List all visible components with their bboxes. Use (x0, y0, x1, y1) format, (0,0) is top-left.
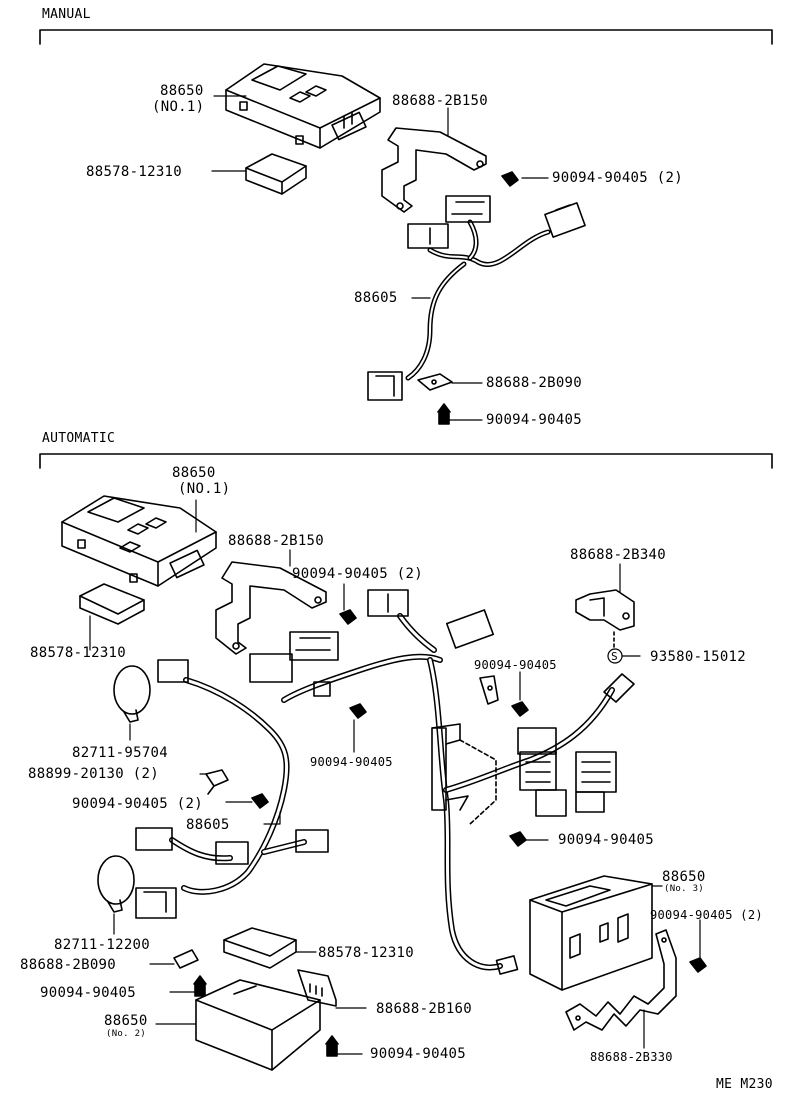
auto-screw-f (689, 957, 707, 973)
label-82711-95704: 82711-95704 (72, 745, 169, 761)
label-88688-2b090-manual: 88688-2B090 (486, 375, 583, 391)
label-88688-2b340: 88688-2B340 (570, 547, 667, 563)
auto-module-no3 (529, 875, 653, 991)
auto-tie-12200 (97, 855, 135, 913)
auto-harness (135, 589, 635, 975)
label-88650-auto: 88650 (172, 465, 216, 481)
label-90094-auto-f: 90094-90405 (2) (650, 908, 763, 922)
label-88650-manual: 88650 (160, 83, 204, 99)
auto-screw-h (325, 1035, 339, 1057)
label-88578-manual: 88578-12310 (86, 164, 183, 180)
auto-clamp-88899 (205, 769, 229, 795)
manual-harness (367, 195, 586, 401)
auto-screw-a (339, 609, 357, 625)
manual-bracket (39, 29, 773, 45)
manual-control-module (225, 63, 381, 149)
manual-clip-2b090 (417, 373, 453, 391)
auto-tie-95704 (113, 665, 151, 723)
auto-screw-g (193, 975, 207, 997)
auto-pad-a (79, 583, 145, 625)
auto-bracket-2b330 (565, 929, 677, 1031)
label-90094-manual-a: 90094-90405 (2) (552, 170, 683, 186)
label-90094-auto-d: 90094-90405 (2) (72, 796, 203, 812)
label-88688-2b150-manual: 88688-2B150 (392, 93, 489, 109)
auto-bracket-2b160 (297, 969, 337, 1007)
manual-pad (245, 153, 307, 195)
auto-control-module (61, 495, 217, 587)
label-88688-2b160: 88688-2B160 (376, 1001, 473, 1017)
section-manual: MANUAL (42, 7, 91, 22)
label-93580-s: S (611, 650, 618, 663)
label-90094-auto-e: 90094-90405 (558, 832, 655, 848)
label-82711-12200: 82711-12200 (54, 937, 151, 953)
label-90094-auto-a: 90094-90405 (2) (292, 566, 423, 582)
label-88650-auto-sub: (NO.1) (178, 481, 231, 497)
manual-leaders (211, 95, 549, 421)
label-88899: 88899-20130 (2) (28, 766, 159, 782)
label-88578-auto-b: 88578-12310 (318, 945, 415, 961)
auto-screw-e (509, 831, 527, 847)
auto-screw-c (349, 703, 367, 719)
auto-clip-2b090 (173, 949, 199, 969)
label-88605-auto: 88605 (186, 817, 230, 833)
label-88578-auto-a: 88578-12310 (30, 645, 127, 661)
label-88688-2b330: 88688-2B330 (590, 1050, 673, 1064)
auto-pad-b (223, 927, 297, 969)
auto-screw-d (251, 793, 269, 809)
label-88605-manual: 88605 (354, 290, 398, 306)
label-88650-no2-sub: (No. 2) (106, 1029, 147, 1039)
section-automatic: AUTOMATIC (42, 431, 116, 446)
auto-module-no2 (195, 979, 321, 1071)
label-90094-auto-b: 90094-90405 (474, 658, 557, 672)
label-93580: 93580-15012 (650, 649, 747, 665)
label-88650-no2: 88650 (104, 1013, 148, 1029)
label-90094-auto-c: 90094-90405 (310, 755, 393, 769)
auto-bracket-2b340 (575, 589, 635, 664)
manual-screw-b (437, 403, 451, 425)
label-88688-2b090-auto: 88688-2B090 (20, 957, 117, 973)
auto-leaders (89, 499, 701, 1055)
manual-screw-a (501, 171, 519, 187)
label-90094-auto-h: 90094-90405 (370, 1046, 467, 1062)
figure-code: ME M230 (716, 1077, 773, 1092)
automatic-bracket (39, 453, 773, 469)
label-88688-2b150-auto: 88688-2B150 (228, 533, 325, 549)
label-88650-manual-sub: (NO.1) (152, 99, 205, 115)
auto-bracket-2b150 (215, 561, 327, 655)
label-90094-auto-g: 90094-90405 (40, 985, 137, 1001)
auto-small-bracket (479, 675, 499, 705)
auto-screw-b (511, 701, 529, 717)
label-88650-no3-sub: (No. 3) (664, 884, 705, 894)
label-88650-no3: 88650 (662, 869, 706, 885)
label-90094-manual-b: 90094-90405 (486, 412, 583, 428)
manual-bracket-2b150 (381, 127, 487, 213)
